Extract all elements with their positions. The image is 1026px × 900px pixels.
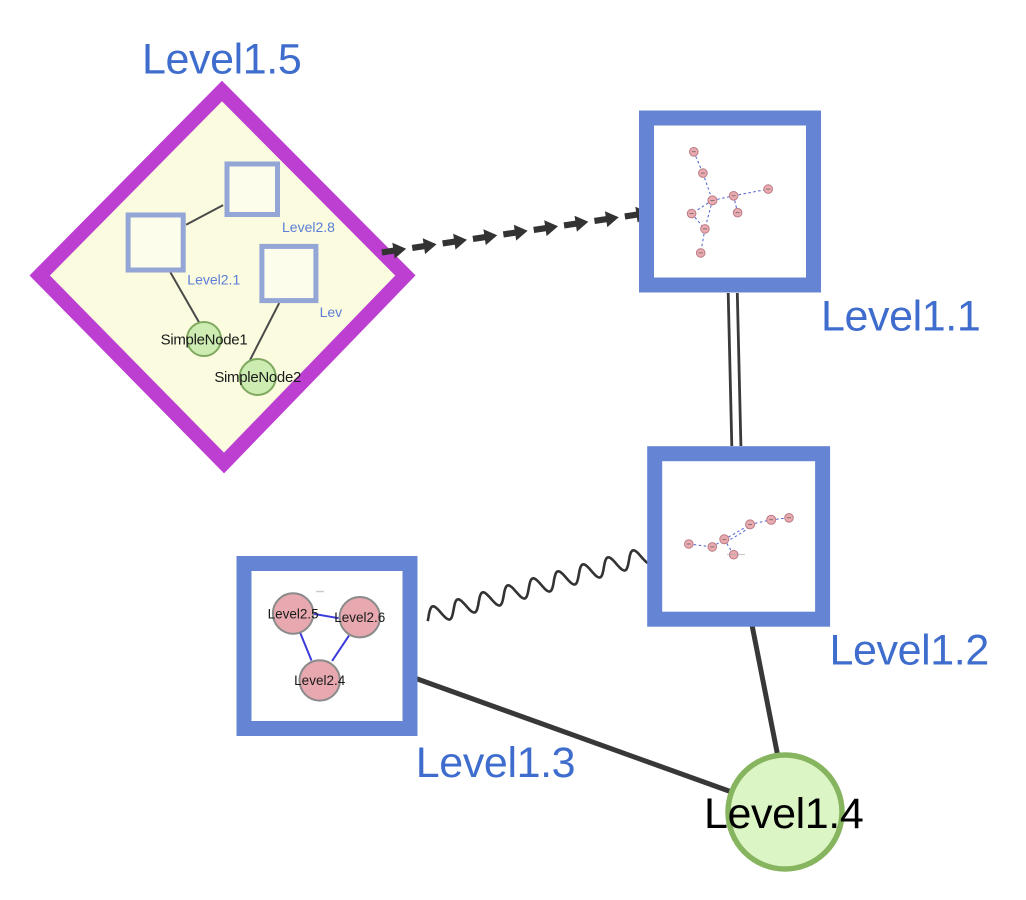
- svg-text:Level1.1: Level1.1: [821, 293, 980, 341]
- svg-text:Level1.5: Level1.5: [142, 36, 301, 84]
- svg-text:Level2.6: Level2.6: [334, 610, 385, 625]
- svg-text:Level1.2: Level1.2: [830, 626, 989, 674]
- svg-text:Level2.4: Level2.4: [294, 673, 346, 688]
- svg-text:SimpleNode1: SimpleNode1: [161, 332, 248, 349]
- svg-text:Level2.8: Level2.8: [282, 219, 335, 235]
- svg-text:Level2.1: Level2.1: [187, 272, 240, 288]
- svg-text:SimpleNode2: SimpleNode2: [214, 369, 301, 386]
- svg-text:Lev: Lev: [320, 304, 343, 320]
- svg-text:Level1.4: Level1.4: [704, 790, 863, 838]
- svg-text:Level2.5: Level2.5: [268, 606, 319, 621]
- svg-text:Level1.3: Level1.3: [416, 739, 575, 787]
